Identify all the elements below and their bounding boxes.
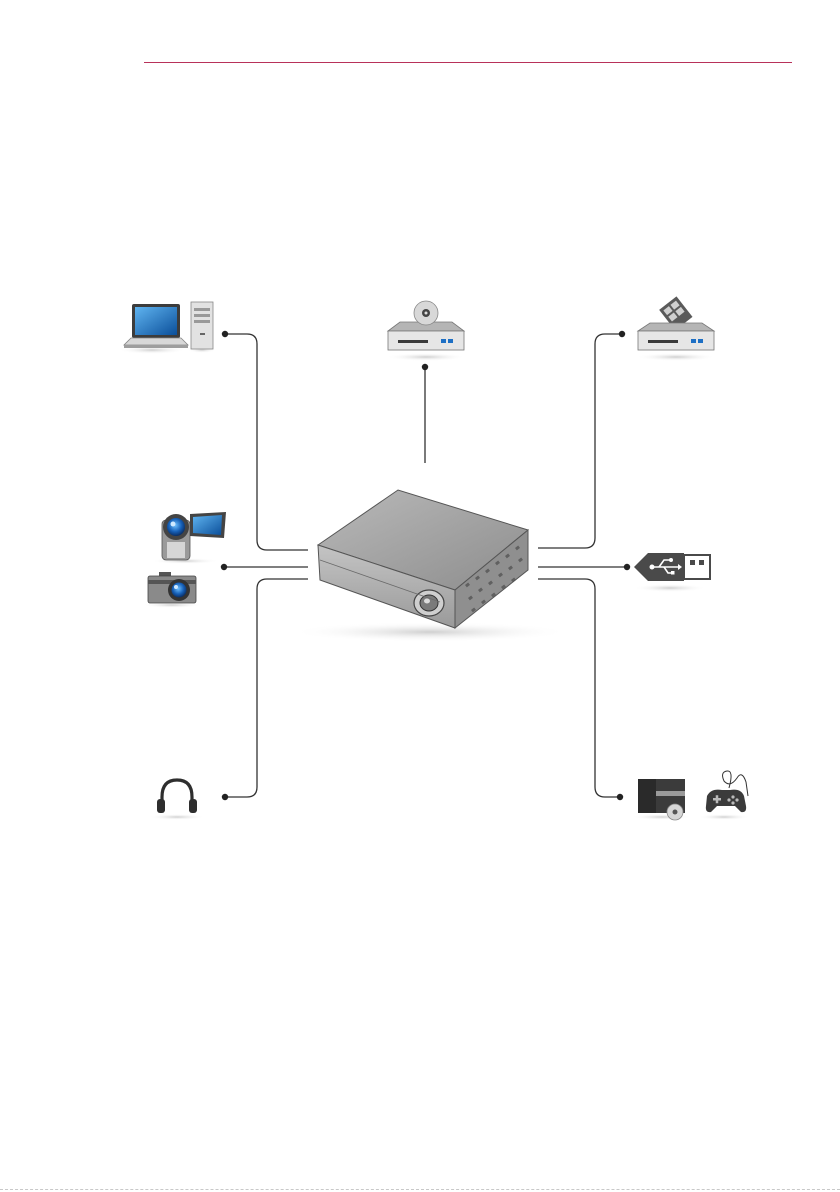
dvd-player-icon <box>386 301 466 361</box>
line-computer <box>225 334 308 550</box>
line-console <box>538 579 620 797</box>
page-bottom-edge <box>0 1189 840 1190</box>
line-headphones <box>225 579 308 797</box>
laptop-icon <box>118 304 188 354</box>
camcorder-icon <box>151 512 226 564</box>
gamepad-icon <box>698 771 750 820</box>
photo-camera-icon <box>142 572 202 608</box>
game-console-icon <box>632 779 692 820</box>
set-top-box-icon <box>636 296 716 361</box>
line-receiver <box>538 334 622 548</box>
desktop-tower-icon <box>188 302 216 353</box>
projector-icon <box>290 490 570 642</box>
headphones-icon <box>149 780 205 820</box>
usb-drive-icon <box>634 553 710 592</box>
